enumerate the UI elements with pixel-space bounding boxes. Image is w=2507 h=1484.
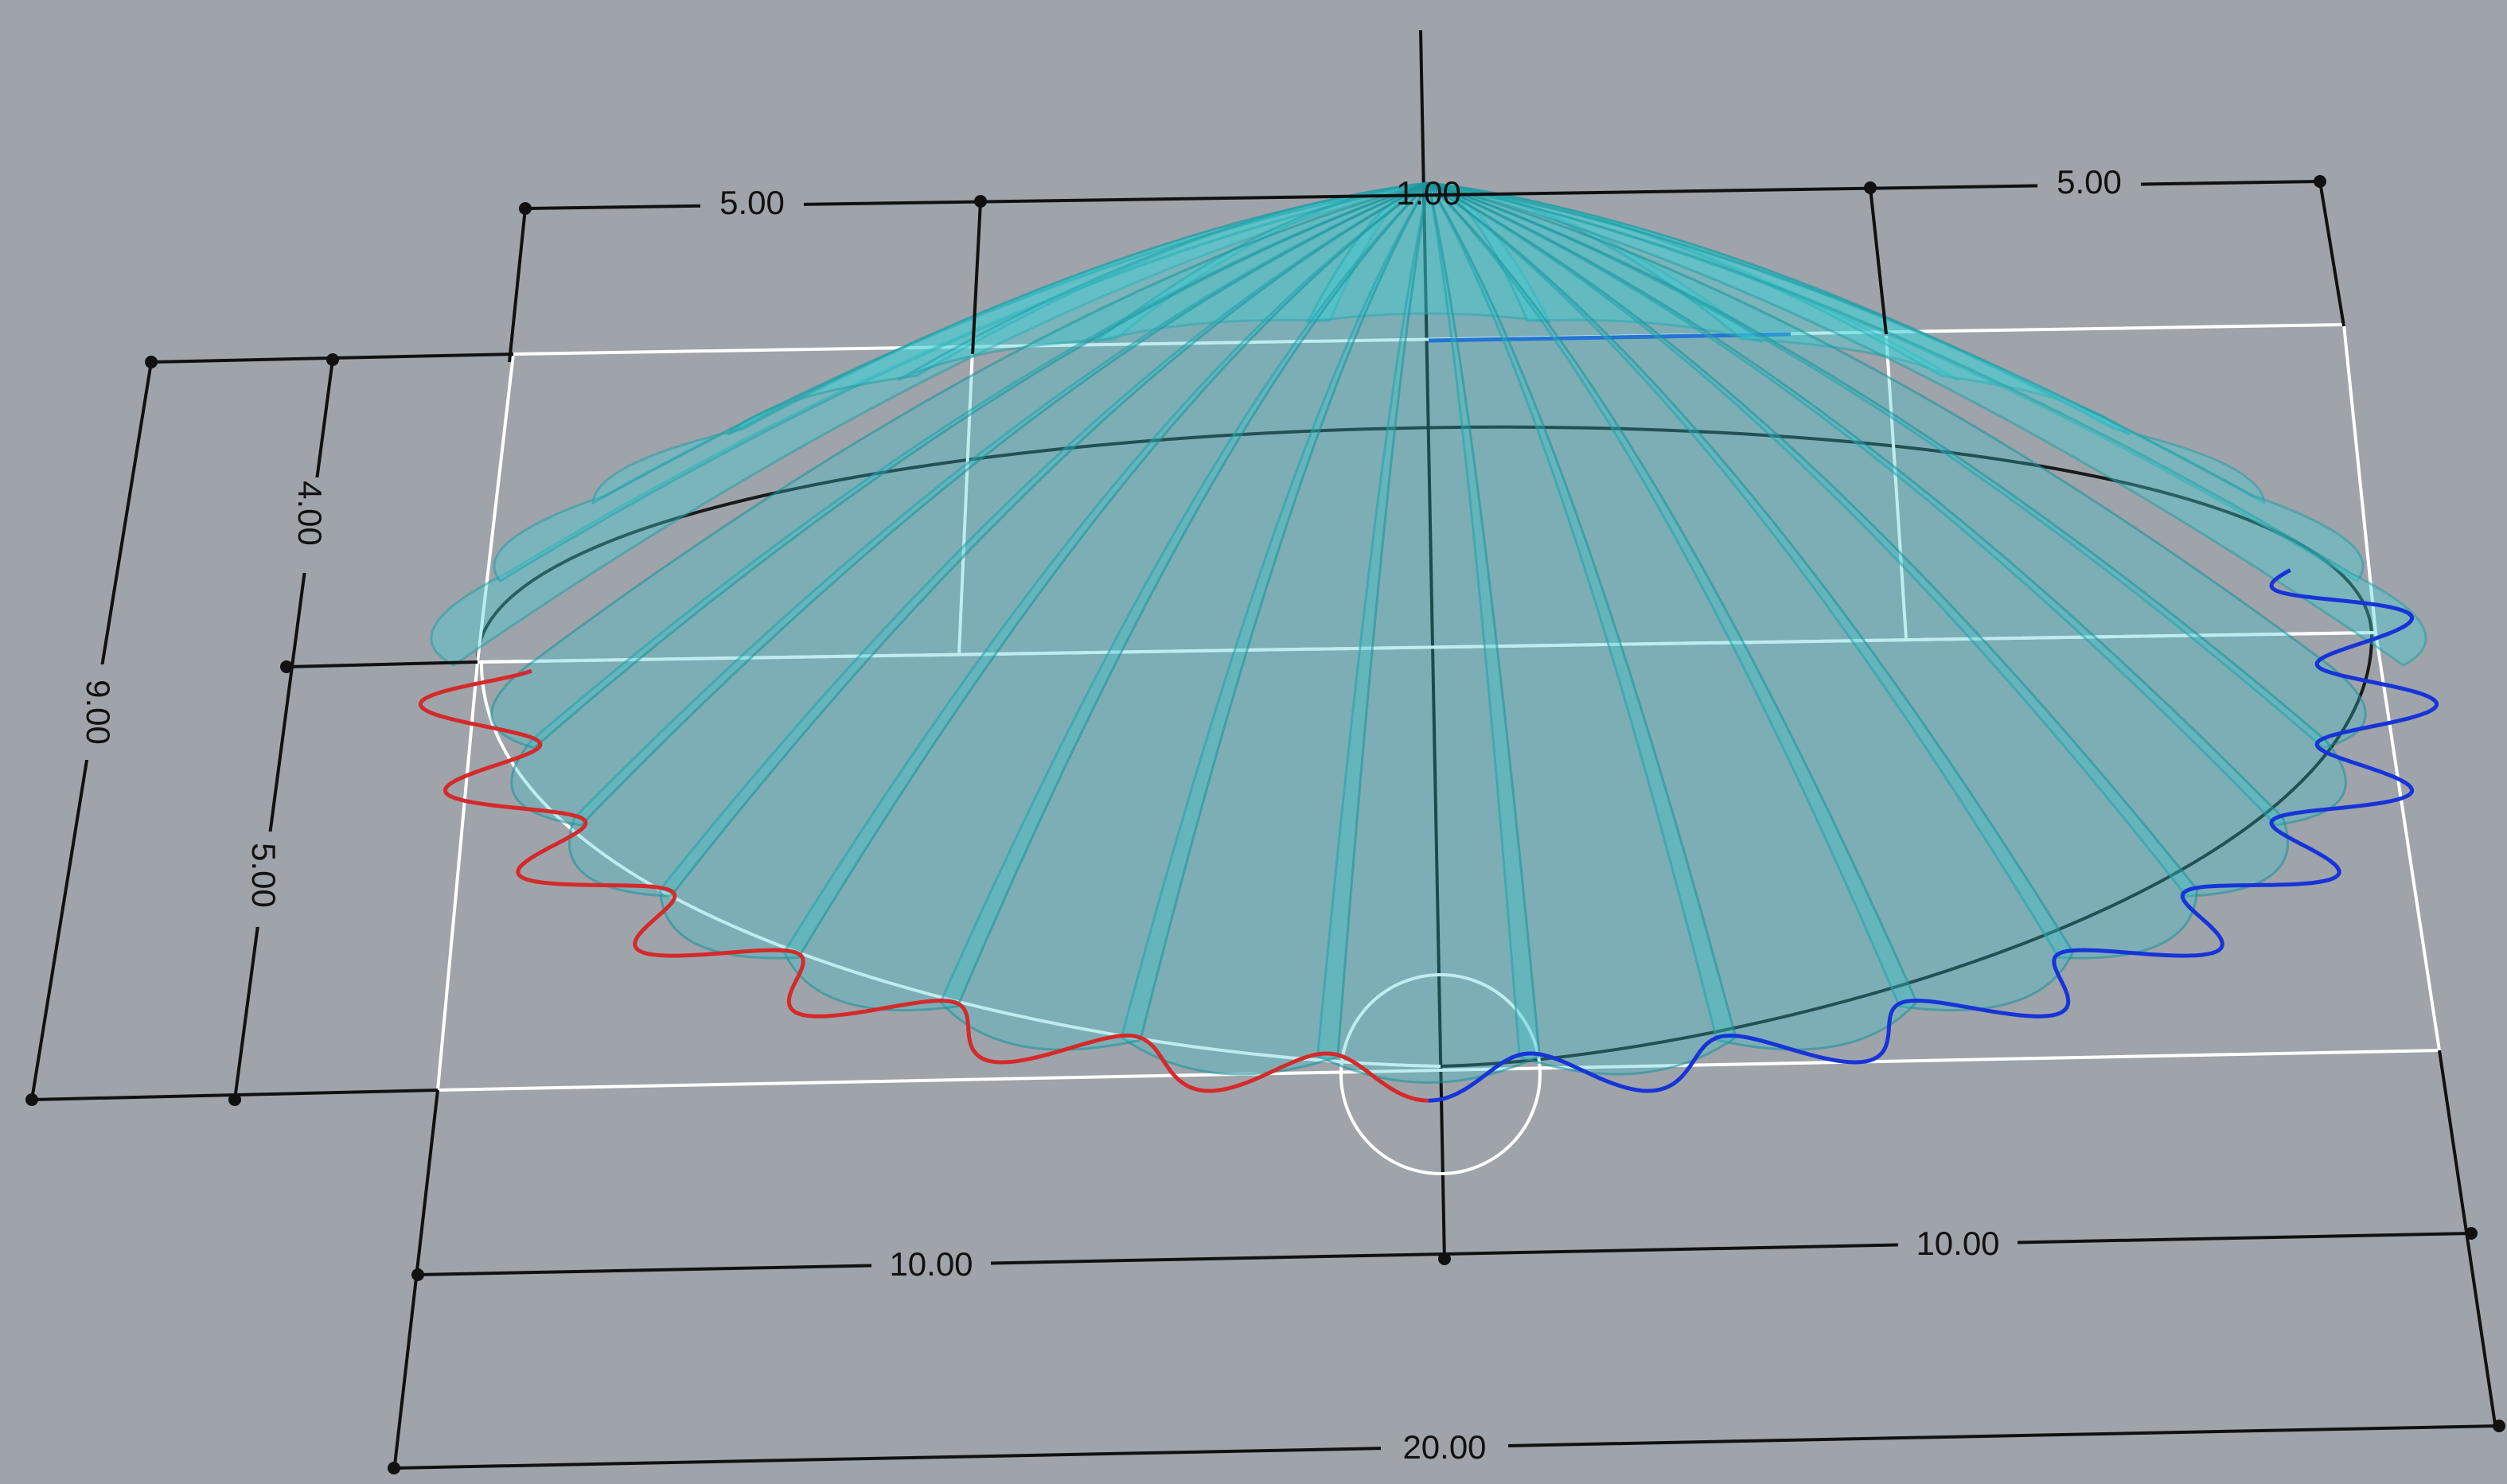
dim-top-left-label: 5.00 (719, 184, 785, 221)
dim-top-right-label: 5.00 (2057, 163, 2122, 201)
canopy-petal (1428, 181, 2290, 898)
canopy-petal (1305, 181, 1552, 324)
canopy-petal (1428, 181, 2367, 750)
canopy-petal (939, 181, 1430, 1051)
dim-left-total-label: 9.00 (80, 680, 117, 745)
dim-left-upper-label: 4.00 (291, 481, 329, 546)
dim-bottom-right-label: 10.00 (1916, 1225, 1999, 1262)
canopy-petal (1120, 182, 1430, 1076)
canopy-petal (658, 181, 1429, 960)
dim-top-center-label: 1.00 (1396, 174, 1461, 212)
canopy-petal (1428, 181, 2365, 583)
canopy-petal (1316, 182, 1541, 1085)
canopy-back-petals (430, 181, 2427, 667)
canopy-petal (1427, 182, 1737, 1076)
canopy-petal (1428, 181, 2347, 827)
guide-inner-right (1885, 335, 1908, 640)
canopy-front-petals (490, 181, 2367, 1085)
dim-bottom-left-label: 10.00 (889, 1245, 973, 1283)
base-ellipse-back (476, 425, 2373, 661)
center-marker-circle (1339, 973, 1542, 1175)
canopy-petal (1427, 181, 2075, 1012)
canopy-petal (510, 181, 1429, 827)
canopy-petal (1427, 181, 1918, 1051)
dimensions: 5.00 1.00 5.00 4.00 5.00 9.00 (25, 163, 2505, 1474)
canopy-petal (782, 181, 1430, 1012)
canopy-petal (490, 181, 1429, 750)
canopy-petal (567, 181, 1429, 898)
dim-bottom-total-label: 20.00 (1402, 1428, 1486, 1466)
canopy-petal (897, 181, 1429, 382)
canopy-petal (1428, 181, 2427, 667)
guide-inner-left (957, 348, 974, 655)
dim-left-lower-label: 5.00 (245, 843, 283, 908)
wave-edge-right-blue (1428, 568, 2439, 1103)
wave-edge-left-red (418, 668, 1429, 1103)
